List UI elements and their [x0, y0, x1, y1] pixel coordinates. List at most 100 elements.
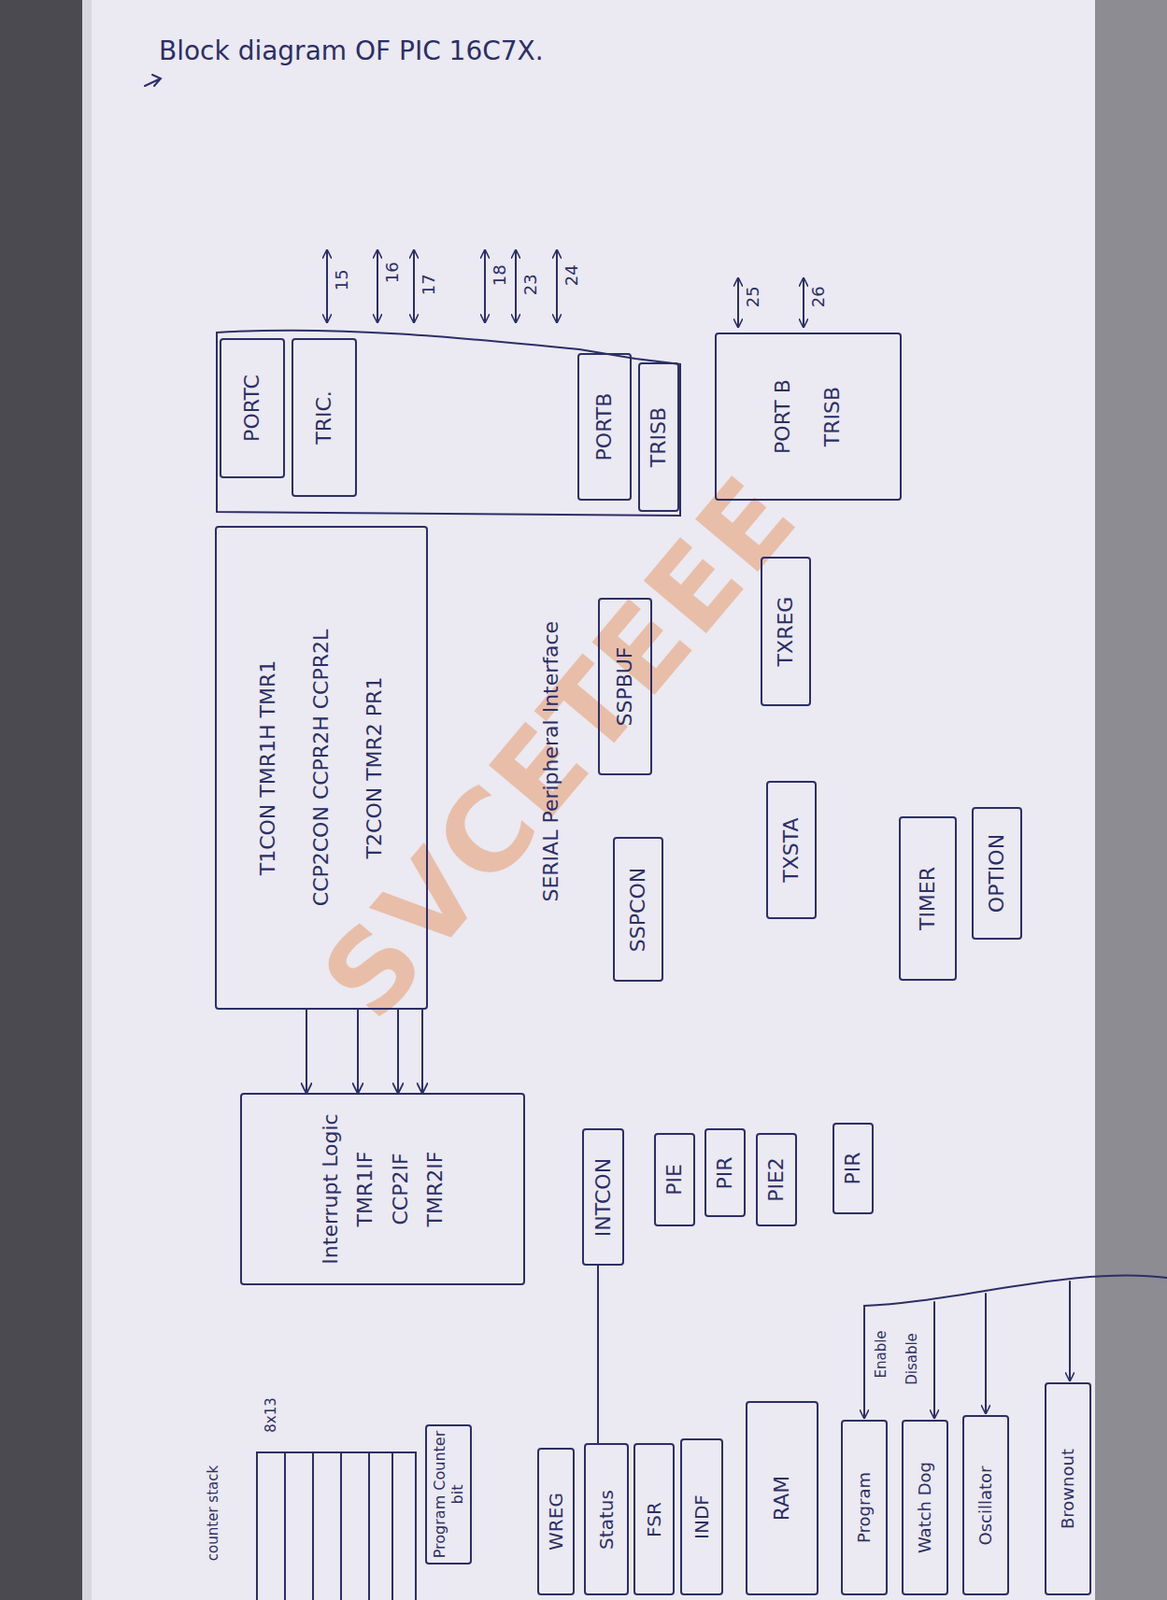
box-label: CCP2CON CCPR2H CCPR2L [294, 530, 348, 1006]
pin-number: 18 [489, 256, 511, 295]
register-box: Oscillator [962, 1415, 1010, 1596]
register-box: PIE [654, 1133, 696, 1227]
text-holder: TRIC. [312, 342, 337, 493]
box-label: PIR [712, 1133, 738, 1213]
register-box: TRIC. [291, 338, 357, 498]
text-holder: TRISB [646, 367, 671, 508]
box-label: SSPBUF [612, 602, 638, 771]
pin-number: 24 [561, 256, 583, 295]
signal-connector [305, 1010, 308, 1094]
page-title: Block diagram OF PIC 16C7X. [158, 35, 544, 67]
register-box: INTCON [582, 1128, 625, 1267]
pin-arrows [327, 250, 804, 328]
box-label: PIE2 [764, 1138, 789, 1223]
text-holder: Program [853, 1424, 875, 1592]
box-label: T2CON TMR2 PR1 [348, 530, 402, 1006]
stack-drawing [256, 1452, 416, 1600]
pin-number: 23 [520, 266, 541, 304]
register-box: Status [583, 1443, 629, 1596]
register-box: TXSTA [766, 781, 817, 920]
box-label: TRISB [808, 337, 858, 497]
box-label: RAM [769, 1406, 795, 1592]
box-label: TRIC. [312, 342, 337, 493]
control-line [864, 1275, 1167, 1419]
control-label: Enable [872, 1314, 890, 1395]
register-box: SSPCON [612, 837, 664, 982]
register-box: TXREG [760, 556, 812, 707]
page-edge [82, 0, 92, 1600]
pin-number: 26 [808, 278, 829, 316]
register-box: Interrupt LogicTMR1IFCCP2IFTMR2IF [240, 1093, 526, 1286]
box-label: WREG [544, 1452, 568, 1592]
register-box: OPTION [971, 807, 1023, 940]
box-label: FSR [642, 1448, 666, 1592]
register-box: PIR [832, 1123, 874, 1215]
photo-background [1095, 0, 1167, 1600]
text-holder: TIMER [915, 821, 940, 977]
text-holder: TXREG [773, 561, 798, 702]
box-label: PORTC [240, 342, 265, 474]
register-box: INDF [680, 1438, 724, 1596]
register-box: PIR [704, 1128, 746, 1218]
register-box: Program Counter bit [425, 1424, 472, 1566]
text-holder: PIE [662, 1138, 687, 1223]
box-label: PIR [840, 1127, 866, 1210]
register-box: TIMER [898, 816, 957, 982]
text-holder: FSR [642, 1448, 666, 1592]
text-holder: PORT BTRISB [758, 337, 858, 497]
text-holder: Brownout [1057, 1387, 1079, 1592]
box-label: Status [595, 1448, 618, 1592]
pin-number: 17 [418, 266, 440, 304]
text-holder: PIE2 [764, 1138, 789, 1223]
register-box: PORTB [577, 353, 632, 501]
box-label: TMR1IF [347, 1097, 383, 1281]
port-band [216, 330, 681, 516]
register-box: Brownout [1044, 1382, 1092, 1596]
box-label: INDF [690, 1443, 713, 1592]
register-box: RAM [745, 1401, 819, 1596]
control-arrow [984, 1294, 987, 1414]
register-box: PIE2 [755, 1133, 797, 1227]
register-box: Program [840, 1420, 888, 1596]
text-holder: Watch Dog [914, 1424, 936, 1592]
register-box: T1CON TMR1H TMR1CCP2CON CCPR2H CCPR2LT2C… [214, 526, 428, 1011]
title-arrow [144, 74, 161, 86]
box-label: TMR2IF [417, 1097, 453, 1281]
box-label: TXSTA [779, 785, 804, 915]
box-label: Oscillator [975, 1420, 997, 1592]
pin-number: 25 [742, 278, 764, 316]
text-holder: Program Counter bit [430, 1429, 467, 1561]
text-holder: PIR [840, 1127, 866, 1210]
register-box: PORTC [219, 338, 285, 479]
box-label: PORT B [758, 337, 809, 497]
control-arrow [933, 1302, 936, 1419]
text-holder: SSPCON [626, 841, 651, 978]
box-label: SSPCON [626, 841, 651, 978]
register-box: Watch Dog [901, 1420, 949, 1596]
register-box: WREG [537, 1448, 575, 1596]
box-label: Brownout [1057, 1387, 1079, 1592]
box-label: TIMER [915, 821, 940, 977]
register-box: TRISB [638, 362, 680, 513]
register-box: PORT BTRISB [714, 332, 902, 501]
box-label: CCP2IF [383, 1097, 418, 1281]
text-holder: SSPBUF [612, 602, 638, 771]
text-holder: PIR [712, 1133, 738, 1213]
box-label: Interrupt Logic [313, 1097, 348, 1281]
register-box: SSPBUF [597, 597, 653, 776]
size-label: 8x13 [262, 1387, 280, 1444]
box-label: PIE [662, 1138, 687, 1223]
text-holder: INTCON [590, 1133, 615, 1262]
box-label: OPTION [984, 811, 1010, 936]
photo-background [0, 0, 83, 1600]
text-holder: Oscillator [975, 1420, 997, 1592]
pin-number: 16 [382, 254, 403, 292]
text-holder: PORTC [240, 342, 265, 474]
box-label: T1CON TMR1H TMR1 [241, 530, 295, 1006]
text-holder: TXSTA [779, 785, 804, 915]
pin-number: 15 [331, 261, 353, 299]
box-label: Watch Dog [914, 1424, 936, 1592]
text-holder: OPTION [984, 811, 1010, 936]
text-holder: INDF [690, 1443, 713, 1592]
text-holder: WREG [544, 1452, 568, 1592]
